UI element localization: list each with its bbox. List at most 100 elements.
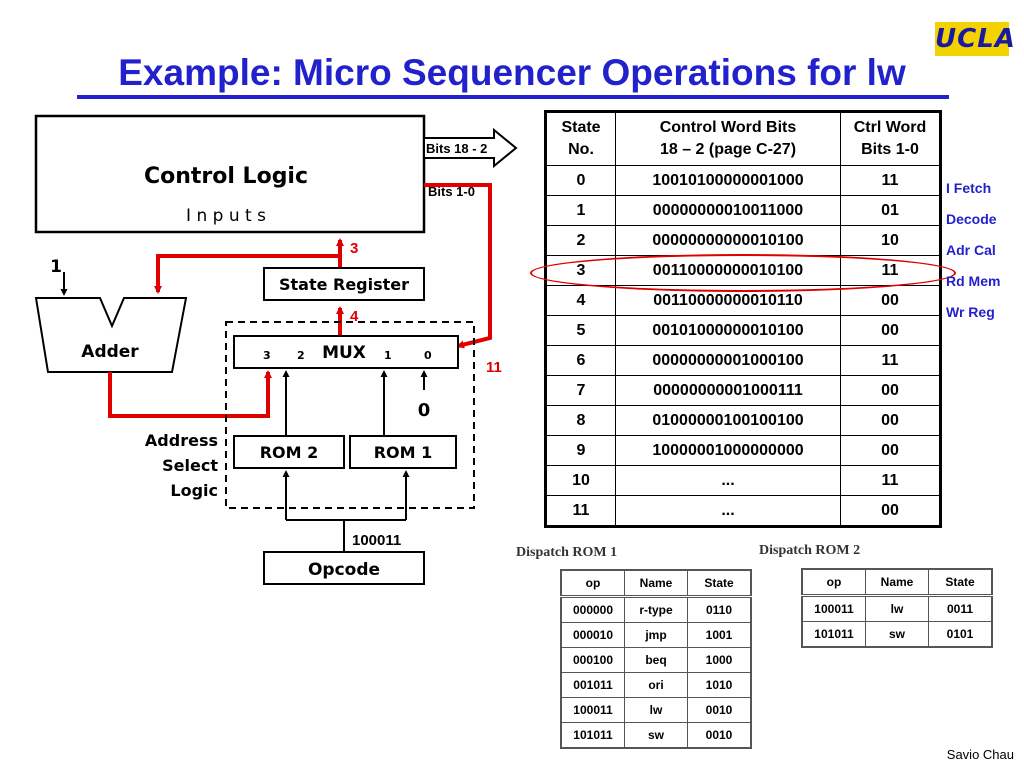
header-line: No. (568, 141, 594, 158)
rom1-label: ROM 1 (374, 443, 433, 462)
bits-18-2-label: Bits 18 - 2 (426, 141, 487, 156)
rom1-op: 000010 (560, 622, 625, 648)
control-logic-label: Control Logic (144, 164, 308, 189)
rom2-header: op Name State (801, 568, 993, 597)
rom1-header-name: Name (624, 569, 688, 598)
rom1-name: lw (624, 697, 688, 723)
ctrl-bits: 01 (840, 195, 941, 226)
state-to-adder-path (154, 254, 340, 294)
state-labels: I Fetch Decode Adr Cal Rd Mem Wr Reg (946, 173, 1000, 328)
rom1-name: beq (624, 647, 688, 673)
mux-input-2: 2 (297, 349, 305, 362)
control-logic-box (34, 114, 426, 234)
mux-input-3: 3 (263, 349, 271, 362)
rom2-box (233, 435, 345, 469)
rom1-op: 000100 (560, 647, 625, 673)
rom1-name: sw (624, 722, 688, 749)
rom1-header-op: op (560, 569, 625, 598)
ctrl-bits: 11 (840, 465, 941, 496)
mux-box (233, 335, 459, 369)
state-no: 7 (545, 375, 616, 406)
mux-label: MUX (322, 343, 366, 363)
address-select-box (225, 321, 475, 509)
rom1-op: 001011 (560, 672, 625, 698)
address-select-label-3: Logic (170, 481, 218, 500)
ctrl-bits: 00 (840, 375, 941, 406)
address-select-label-1: Address (145, 431, 218, 450)
ctrl-bits: 00 (840, 405, 941, 436)
control-word: ... (615, 465, 841, 496)
state-label: Wr Reg (946, 304, 995, 320)
ctrl-bits: 10 (840, 225, 941, 256)
state-no: 1 (545, 195, 616, 226)
constant-one-label: 1 (50, 257, 62, 277)
rom1-op: 100011 (560, 697, 625, 723)
rom1-state: 0110 (687, 596, 752, 623)
rom1-header-state: State (687, 569, 752, 598)
rom2-state: 0101 (928, 621, 993, 648)
bits-18-2-arrow (423, 127, 518, 169)
state-label: Rd Mem (946, 273, 1001, 289)
red-label-3: 3 (350, 240, 358, 257)
table-row: 10...11 (545, 465, 941, 496)
red-label-11: 11 (486, 359, 502, 376)
rom1-state: 0010 (687, 697, 752, 723)
dispatch-rom2-caption: Dispatch ROM 2 (759, 543, 861, 558)
bits-1-0-label: Bits 1-0 (428, 184, 475, 199)
opcode-value: 100011 (352, 532, 401, 549)
header-line: Control Word Bits (659, 119, 797, 136)
mux-input-1: 1 (384, 349, 392, 362)
dispatch-rom1-caption: Dispatch ROM 1 (516, 545, 618, 560)
control-word: 01000000100100100 (615, 405, 841, 436)
ctrl-bits: 00 (840, 285, 941, 316)
ctrl-bits: 00 (840, 315, 941, 346)
state-3-highlight (530, 254, 956, 292)
page-title: Example: Micro Sequencer Operations for … (118, 52, 906, 93)
rom1-name: r-type (624, 596, 688, 623)
control-word: 00000000001000100 (615, 345, 841, 376)
rom2-op: 100011 (801, 595, 866, 622)
state-no: 2 (545, 225, 616, 256)
rom2-header-state: State (928, 568, 993, 597)
state-no: 4 (545, 285, 616, 316)
ucla-logo: UCLA (935, 22, 1016, 56)
title-underline (77, 95, 949, 99)
adder-shape (34, 297, 188, 373)
rom1-name: jmp (624, 622, 688, 648)
control-word: 10010100000001000 (615, 165, 841, 196)
address-select-label-2: Select (162, 456, 218, 475)
state-no: 5 (545, 315, 616, 346)
rom2-name: sw (865, 621, 929, 648)
ctrl-bits: 00 (840, 435, 941, 466)
rom2-label: ROM 2 (260, 443, 319, 462)
ctrl-bits: 11 (840, 165, 941, 196)
control-word: 00000000000010100 (615, 225, 841, 256)
state-no: 10 (545, 465, 616, 496)
adder-to-mux-path (108, 370, 272, 418)
state-label: Adr Cal (946, 242, 996, 258)
opcode-label: Opcode (308, 560, 380, 580)
state-no: 11 (545, 495, 616, 527)
table-row: 11...00 (545, 495, 941, 527)
rom1-state: 1000 (687, 647, 752, 673)
rom2-op: 101011 (801, 621, 866, 648)
